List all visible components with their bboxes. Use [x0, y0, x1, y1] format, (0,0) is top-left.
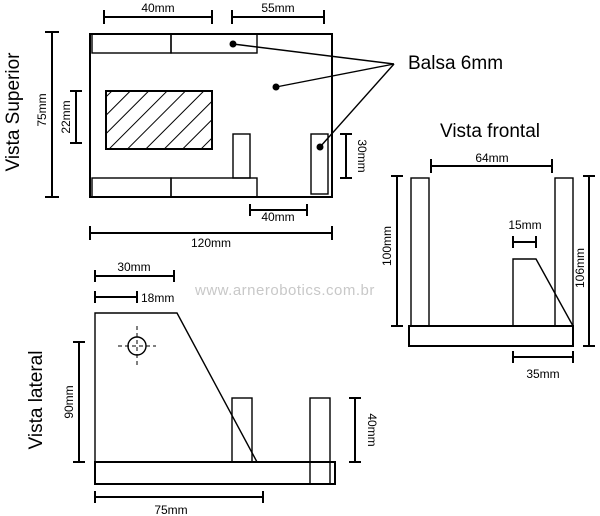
dim-106mm-text: 106mm [573, 248, 587, 288]
side-post-right [309, 397, 331, 485]
hole-icon [118, 326, 156, 368]
side-profile [94, 312, 258, 463]
dim-22mm-text: 22mm [59, 100, 73, 133]
dim-64mm-text: 64mm [475, 151, 508, 165]
dim-100mm: 100mm [380, 175, 403, 327]
front-center-block [512, 258, 574, 327]
side-base [94, 461, 336, 485]
dim-18mm-text: 18mm [141, 291, 174, 305]
dim-100mm-text: 100mm [380, 226, 394, 266]
hatched-area [105, 90, 213, 150]
watermark: www.arnerobotics.com.br [194, 282, 375, 299]
dim-35mm-text: 35mm [526, 367, 559, 381]
material-label: Balsa 6mm [408, 53, 503, 74]
front-post-left [410, 177, 430, 327]
dim-15mm: 15mm [508, 218, 542, 248]
dim-40mm-top: 40mm [103, 1, 213, 24]
balsa-leader-lines [229, 40, 395, 151]
dim-30mm-top: 30mm [340, 133, 369, 179]
dim-75mm-side: 75mm [94, 491, 264, 516]
front-base [408, 325, 574, 347]
dim-90mm: 90mm [62, 341, 85, 463]
dim-40mm-bottom: 40mm [249, 204, 308, 224]
front-view: Vista frontal 64mm 15mm 100mm [380, 121, 595, 381]
dim-120mm: 120mm [89, 226, 333, 250]
dim-30mm-top-text: 30mm [355, 139, 369, 172]
bottom-strip-right [170, 177, 258, 198]
top-view-title: Vista Superior [3, 52, 24, 172]
dim-90mm-text: 90mm [62, 385, 76, 418]
dim-120mm-text: 120mm [191, 236, 231, 250]
dim-22mm: 22mm [59, 90, 82, 144]
dim-64mm: 64mm [430, 151, 553, 173]
dim-40mm-side: 40mm [349, 397, 379, 463]
dim-40mm-top-text: 40mm [141, 1, 174, 15]
dim-15mm-text: 15mm [508, 218, 541, 232]
dim-55mm-top-text: 55mm [261, 1, 294, 15]
dim-18mm: 18mm [94, 291, 174, 305]
dim-30mm-side: 30mm [94, 260, 175, 282]
side-view: Vista lateral 30mm 18mm [26, 260, 379, 516]
dim-35mm: 35mm [512, 351, 574, 381]
side-view-title: Vista lateral [26, 351, 47, 450]
dim-40mm-bottom-text: 40mm [261, 210, 294, 224]
small-post-right [310, 133, 329, 195]
top-strip-left-top [91, 33, 172, 54]
dim-75mm-left: 75mm [35, 31, 59, 198]
dim-55mm-top: 55mm [231, 1, 325, 24]
top-strip-right-top [170, 33, 258, 54]
dim-106mm: 106mm [573, 175, 595, 347]
dim-75mm-text: 75mm [35, 93, 49, 126]
front-view-title: Vista frontal [440, 121, 540, 142]
small-post-center [232, 133, 251, 179]
side-post-left [231, 397, 253, 463]
front-post-right [554, 177, 574, 327]
dim-75mm-side-text: 75mm [154, 503, 187, 516]
dim-30mm-side-text: 30mm [117, 260, 150, 274]
dim-40mm-side-text: 40mm [365, 413, 379, 446]
top-view: Balsa 6mm Vista Superior 40mm 55mm 75mm [3, 1, 503, 250]
bottom-strip-left [91, 177, 172, 198]
